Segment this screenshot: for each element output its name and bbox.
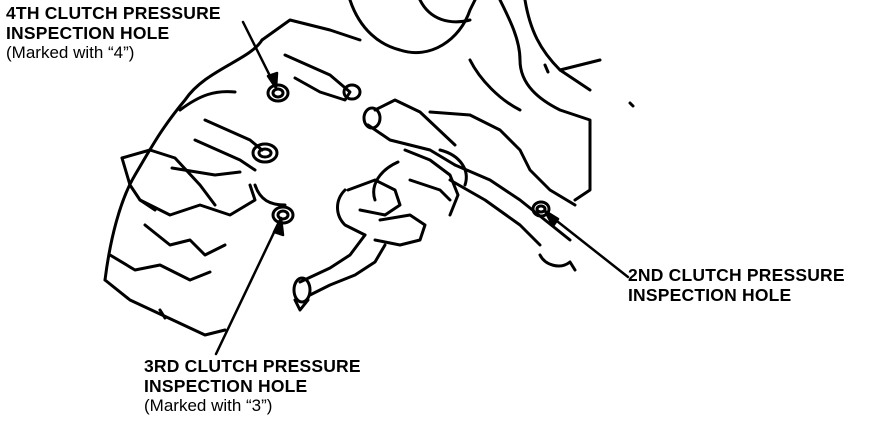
inspection-hole-2nd: [531, 200, 551, 218]
inspection-hole-3rd: [271, 205, 295, 225]
callout-3rd-line2: INSPECTION HOLE: [144, 375, 308, 396]
transmission-case: [103, 38, 287, 337]
leader-4th: [241, 20, 279, 90]
inspection-hole-4th: [266, 83, 290, 103]
callout-4th-clutch: 4TH CLUTCH PRESSURE INSPECTION HOLE (Mar…: [6, 3, 221, 63]
callout-2nd-clutch: 2ND CLUTCH PRESSURE INSPECTION HOLE: [628, 265, 845, 305]
callout-3rd-line1: 3RD CLUTCH PRESSURE: [144, 356, 361, 376]
inspection-hole-middle: [251, 142, 279, 164]
callout-2nd-line2: INSPECTION HOLE: [628, 284, 792, 305]
callout-4th-line2: INSPECTION HOLE: [6, 22, 170, 43]
callout-4th-line1: 4TH CLUTCH PRESSURE: [6, 3, 221, 23]
shift-linkage: [292, 98, 577, 312]
callout-2nd-line1: 2ND CLUTCH PRESSURE: [628, 265, 845, 285]
callout-3rd-note: (Marked with “3”): [144, 396, 273, 416]
upper-assembly: [260, 0, 635, 202]
callout-4th-note: (Marked with “4”): [6, 43, 135, 63]
leader-3rd: [214, 216, 285, 356]
leader-2nd: [543, 209, 630, 279]
callout-3rd-clutch: 3RD CLUTCH PRESSURE INSPECTION HOLE (Mar…: [144, 356, 361, 416]
